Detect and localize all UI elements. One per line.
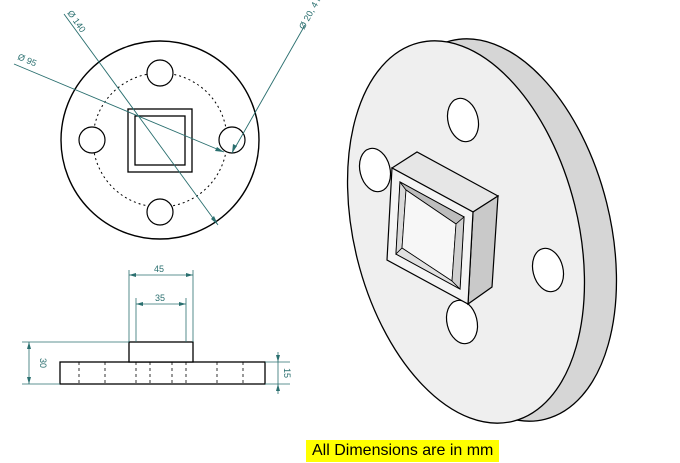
holes-label: Ø 20, 4 NOS xyxy=(297,0,331,31)
isometric-view xyxy=(346,38,618,424)
flange-outline xyxy=(60,40,260,240)
bolt-hole-right xyxy=(218,126,246,154)
hidden-lines xyxy=(78,362,244,384)
h30-arrow-top xyxy=(27,342,31,349)
holes-leader xyxy=(231,24,306,154)
hub-inner-corner xyxy=(451,216,465,290)
bolt-hole-bottom xyxy=(146,198,174,226)
iso-bolt-hole-bottom xyxy=(445,299,479,345)
hub-side xyxy=(128,341,194,363)
iso-bolt-hole-top xyxy=(446,97,480,143)
front-view: 45 35 30 15 xyxy=(22,264,292,394)
w45-arrow-right xyxy=(186,273,193,277)
w35-label: 35 xyxy=(155,293,165,303)
iso-bolt-hole-right xyxy=(531,247,565,293)
units-note: All Dimensions are in mm xyxy=(306,440,500,462)
d140-arrow xyxy=(211,216,218,225)
w35-arrow-right xyxy=(179,302,186,306)
t15-arrow-bottom xyxy=(276,384,280,391)
flange-side xyxy=(59,361,266,385)
h30-label: 30 xyxy=(38,358,48,368)
bolt-hole-top xyxy=(146,59,174,87)
t15-label: 15 xyxy=(282,368,292,378)
d95-arrow xyxy=(215,147,224,152)
holes-arrow xyxy=(232,144,237,153)
top-view: Ø 140 Ø 95 Ø 20, 4 NOS xyxy=(13,0,331,240)
w45-label: 45 xyxy=(154,264,164,274)
w45-arrow-left xyxy=(129,273,136,277)
h30-arrow-bottom xyxy=(27,377,31,384)
w35-arrow-left xyxy=(136,302,143,306)
t15-arrow-top xyxy=(276,355,280,362)
hub-inner-square xyxy=(134,115,186,166)
d140-leader xyxy=(63,13,219,226)
iso-bolt-hole-left xyxy=(358,147,392,193)
bolt-hole-left xyxy=(78,126,106,154)
d95-leader xyxy=(13,63,225,153)
